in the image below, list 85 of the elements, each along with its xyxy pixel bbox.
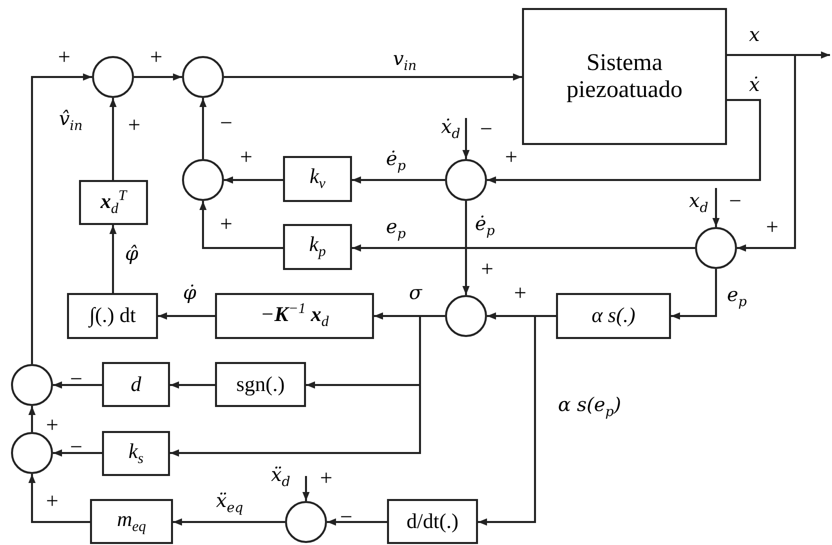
block-formula: k$_{s}$ bbox=[128, 440, 144, 468]
sign-label: − bbox=[220, 112, 232, 134]
block bbox=[102, 362, 170, 407]
sign-label: − bbox=[480, 118, 492, 140]
block-formula: d/dt(.) bbox=[406, 510, 458, 534]
signal-arrow bbox=[53, 381, 102, 389]
sign-label: + bbox=[514, 282, 526, 304]
summing-junction bbox=[182, 56, 224, 98]
summing-junction bbox=[445, 295, 487, 337]
sign-label: − bbox=[729, 190, 742, 212]
sign-label: − bbox=[70, 368, 82, 390]
summing-junction bbox=[11, 364, 53, 406]
signal-arrow bbox=[712, 188, 720, 227]
signal-label: φ̂ bbox=[124, 245, 140, 264]
signal-arrow bbox=[199, 201, 283, 249]
block bbox=[283, 224, 352, 270]
block bbox=[79, 180, 148, 225]
signal-label: ẍ$_{d}$ bbox=[270, 466, 292, 490]
summing-junction bbox=[445, 159, 487, 201]
signal-label: ẋ$_{d}$ bbox=[440, 118, 462, 142]
sign-label: + bbox=[505, 146, 518, 168]
summing-junction bbox=[182, 159, 224, 201]
signal-arrow bbox=[53, 449, 102, 457]
sign-label: − bbox=[340, 506, 352, 528]
signal-label: ė$_{p}$ bbox=[385, 150, 407, 174]
sign-label: + bbox=[766, 216, 778, 238]
signal-arrow bbox=[31, 73, 92, 364]
summing-junction bbox=[11, 432, 53, 474]
signal-arrow bbox=[224, 176, 283, 184]
block bbox=[556, 293, 671, 339]
signal-arrow bbox=[224, 73, 522, 81]
signal-arrow bbox=[327, 518, 387, 526]
signal-arrow bbox=[462, 118, 470, 159]
sign-label: + bbox=[46, 490, 58, 512]
summing-junction bbox=[695, 227, 737, 269]
signal-arrow bbox=[352, 244, 695, 252]
summing-junction bbox=[92, 56, 134, 98]
signal-arrow bbox=[28, 474, 90, 523]
sign-label: − bbox=[70, 436, 82, 458]
sign-label: + bbox=[240, 146, 252, 168]
summing-junction bbox=[285, 501, 327, 543]
signal-arrow bbox=[109, 98, 117, 180]
signal-arrow bbox=[727, 54, 796, 252]
sign-label: + bbox=[320, 467, 332, 489]
signal-arrow bbox=[134, 73, 182, 81]
sign-label: + bbox=[220, 213, 232, 235]
sign-label: + bbox=[481, 258, 494, 280]
signal-arrow bbox=[109, 225, 117, 293]
signal-label: ė$_{p}$ bbox=[474, 215, 496, 238]
signal-arrow bbox=[302, 476, 310, 501]
signal-arrow bbox=[352, 176, 445, 184]
block bbox=[67, 293, 158, 339]
block bbox=[215, 362, 306, 407]
block-formula: m$_{eq}$ bbox=[116, 508, 146, 536]
block-formula: d bbox=[130, 372, 142, 396]
block bbox=[102, 431, 170, 476]
block-formula: k$_{p}$ bbox=[309, 233, 326, 261]
signal-label: α s(e$_{p}$) bbox=[557, 396, 622, 420]
signal-arrow bbox=[671, 269, 717, 320]
block-formula: sgn(.) bbox=[236, 372, 285, 396]
signal-arrow bbox=[478, 315, 556, 526]
sign-label: + bbox=[128, 114, 140, 136]
sign-label: + bbox=[58, 46, 70, 68]
block bbox=[90, 499, 173, 544]
signal-arrow bbox=[158, 312, 215, 320]
block-formula: ∫(.) dt bbox=[89, 304, 136, 328]
signal-label: ẍ$_{eq}$ bbox=[215, 492, 244, 516]
block-formula: −K$^{−1}$ x$_{d}$ bbox=[260, 301, 329, 331]
signal-arrow bbox=[199, 98, 207, 159]
block-formula: k$_{v}$ bbox=[310, 165, 326, 193]
signal-arrow bbox=[170, 381, 215, 389]
block bbox=[283, 156, 352, 202]
sign-label: + bbox=[46, 414, 58, 436]
signal-arrow bbox=[28, 406, 36, 432]
signal-arrow bbox=[173, 518, 285, 526]
block bbox=[387, 499, 478, 544]
signal-arrow bbox=[462, 201, 470, 295]
block bbox=[215, 293, 374, 339]
signal-arrow bbox=[170, 315, 445, 457]
signal-label: φ̇ bbox=[182, 284, 198, 303]
sign-label: + bbox=[150, 46, 162, 68]
block-formula: α s(.) bbox=[592, 304, 636, 328]
signal-arrow bbox=[487, 99, 761, 184]
block-title: Sistema piezoatuado bbox=[566, 50, 684, 103]
block bbox=[522, 8, 727, 145]
